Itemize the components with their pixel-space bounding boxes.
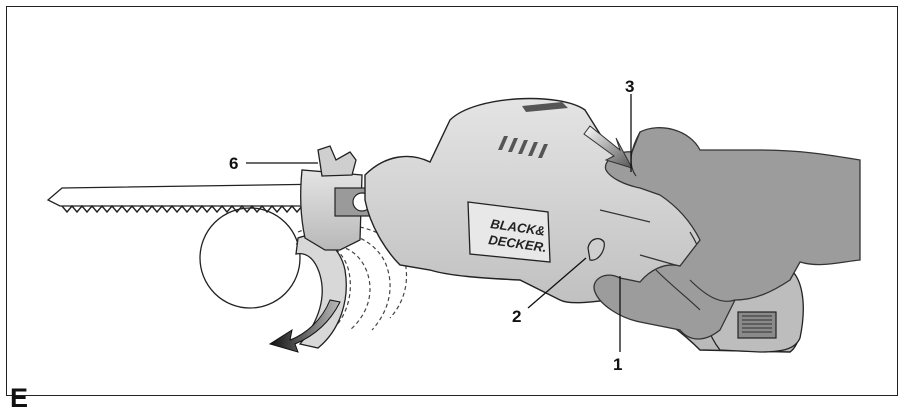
callout-3: 3 xyxy=(625,77,634,96)
callout-6: 6 xyxy=(229,154,238,173)
figure-letter: E xyxy=(10,383,29,413)
callout-1: 1 xyxy=(613,355,622,374)
rotation-arrow-icon xyxy=(268,299,341,353)
callout-2: 2 xyxy=(512,307,521,326)
blade-guard xyxy=(295,235,347,349)
branch-icon xyxy=(199,207,301,309)
vent-slots xyxy=(498,102,568,158)
brand-logo: BLACK& DECKER. xyxy=(467,201,551,263)
leader-lines xyxy=(246,94,632,352)
lock-off-button xyxy=(587,238,605,261)
press-arrow-icon xyxy=(583,125,634,169)
saw-blade xyxy=(46,183,331,214)
